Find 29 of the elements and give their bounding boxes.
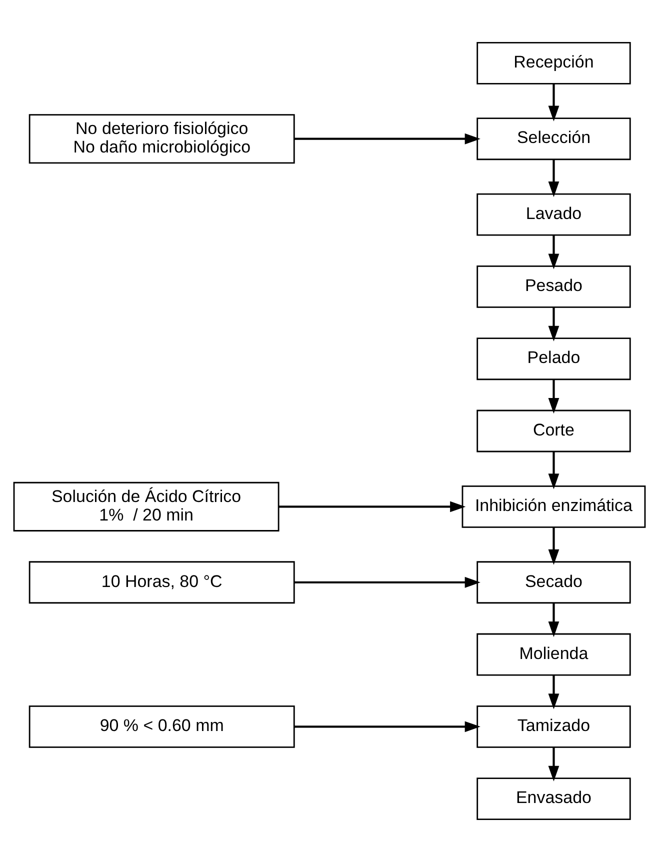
arrow <box>548 379 560 414</box>
node-box: Corte <box>476 409 631 452</box>
node-box: Secado <box>476 560 631 604</box>
node-box: Lavado <box>476 192 631 236</box>
node-box: Molienda <box>476 632 631 676</box>
node-box: Pesado <box>476 264 631 308</box>
arrow <box>548 451 560 489</box>
arrow <box>548 602 560 637</box>
node-box: Recepción <box>476 41 631 84</box>
arrow <box>548 674 560 709</box>
arrow <box>548 234 560 269</box>
node-box: No deterioro fisiológico No daño microbiológico <box>28 114 295 164</box>
node-box: Envasado <box>476 777 631 820</box>
node-box: 10 Horas, 80 °C <box>28 560 295 604</box>
arrow <box>548 306 560 341</box>
node-box: Inhibición enzimática <box>462 484 646 528</box>
node-box: Selección <box>476 117 631 160</box>
node-box: 90 % < 0.60 mm <box>28 704 295 748</box>
arrow <box>294 576 480 588</box>
arrow <box>548 83 560 121</box>
arrow <box>278 500 466 512</box>
arrow <box>548 746 560 781</box>
arrow <box>548 158 560 197</box>
node-box: Pelado <box>476 337 631 380</box>
arrow <box>548 526 560 564</box>
node-box: Solución de Ácido Cítrico 1% / 20 min <box>13 481 280 531</box>
arrow <box>294 720 480 732</box>
node-box: Tamizado <box>476 704 631 748</box>
arrow <box>294 132 480 144</box>
